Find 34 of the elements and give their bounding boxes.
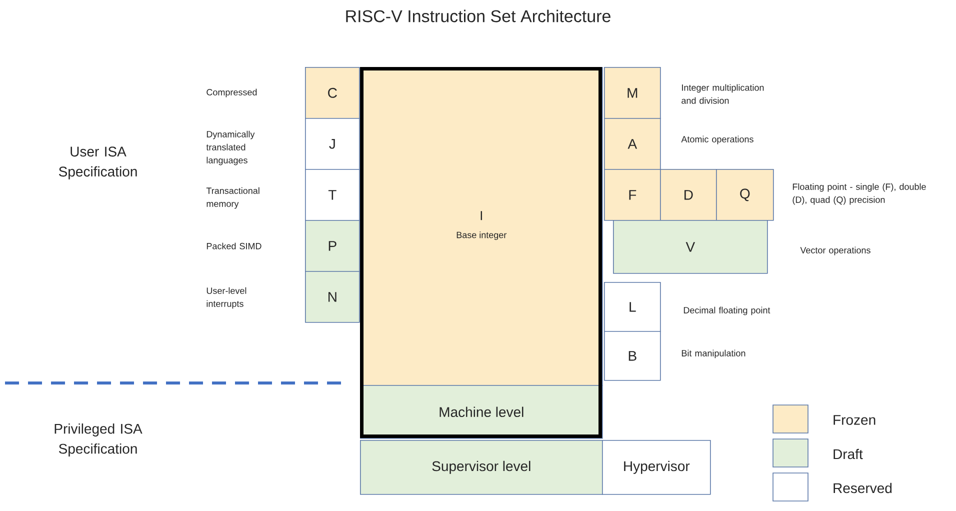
description-text: Floating point - single (F), double (D), quad (Q) precision bbox=[792, 183, 926, 205]
extension-box: N bbox=[305, 271, 360, 323]
legend-label: Frozen bbox=[834, 415, 876, 425]
extension-box: Q bbox=[716, 169, 774, 221]
extension-box: D bbox=[660, 169, 717, 221]
extension-box: T bbox=[305, 169, 360, 221]
level-box: Supervisor level bbox=[360, 440, 603, 495]
legend-label: Draft bbox=[834, 448, 863, 460]
section-label: User ISA Specification bbox=[58, 146, 137, 180]
extension-box: J bbox=[305, 118, 360, 170]
extension-box: P bbox=[305, 220, 360, 272]
level-box: V bbox=[613, 220, 768, 274]
base-box: I Base integer bbox=[360, 67, 603, 386]
description-text: Atomic operations bbox=[681, 136, 754, 144]
extension-box: A bbox=[604, 118, 661, 170]
description-text: Integer multiplication and division bbox=[682, 84, 764, 104]
description-text: Decimal floating point bbox=[684, 306, 770, 316]
legend-label: Reserved bbox=[834, 482, 892, 494]
level-box: Machine level bbox=[360, 385, 603, 439]
level-box: Hypervisor bbox=[602, 440, 711, 495]
description-text: Packed SIMD bbox=[206, 242, 262, 250]
title: RISC-V Instruction Set Architecture bbox=[346, 10, 610, 22]
extension-box: C bbox=[305, 67, 360, 119]
extension-box: L bbox=[604, 282, 661, 332]
description-text: Vector operations bbox=[800, 246, 870, 256]
description-text: Dynamically translated languages bbox=[206, 130, 255, 166]
section-label: Privileged ISA Specification bbox=[54, 423, 142, 456]
description-text: Bit manipulation bbox=[682, 350, 746, 358]
extension-box: F bbox=[604, 169, 661, 221]
description-text: User-level interrupts bbox=[206, 287, 246, 309]
extension-box: B bbox=[604, 331, 661, 381]
description-text: Transactional memory bbox=[206, 187, 260, 209]
extension-box: M bbox=[604, 67, 661, 119]
description-text: Compressed bbox=[206, 88, 257, 98]
